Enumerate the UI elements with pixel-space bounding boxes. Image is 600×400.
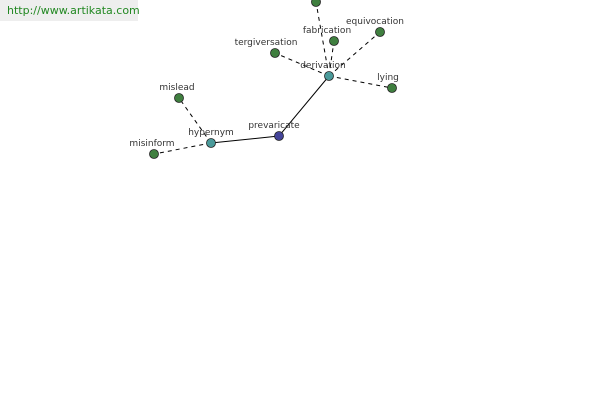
edge-prevaricate-derivation	[278, 75, 330, 137]
label-mislead: mislead	[159, 83, 194, 93]
label-fabrication: fabrication	[303, 26, 351, 36]
edge-derivation-lying	[328, 75, 393, 89]
label-prevaricate: prevaricate	[248, 121, 300, 131]
label-lying: lying	[377, 73, 399, 83]
label-equivocation: equivocation	[346, 17, 404, 27]
label-tergiversation: tergiversation	[235, 38, 298, 48]
edge-derivation-equivocation	[328, 31, 381, 77]
labels-layer: prevaricate hypernym derivation mislead misi…	[129, 17, 404, 149]
label-hypernym: hypernym	[188, 128, 234, 138]
node-hypernym[interactable]	[206, 138, 216, 148]
node-lying[interactable]	[387, 83, 397, 93]
edge-derivation-tergiversation	[274, 52, 330, 77]
edge-hypernym-mislead	[178, 97, 212, 144]
node-misinform[interactable]	[149, 149, 159, 159]
label-misinform: misinform	[129, 139, 174, 149]
node-fabrication[interactable]	[329, 36, 339, 46]
nodes-layer	[149, 0, 397, 159]
site-link[interactable]: http://www.artikata.com	[0, 0, 140, 21]
edges-layer	[153, 1, 393, 155]
edge-derivation-fabrication	[328, 40, 335, 77]
node-derivation[interactable]	[324, 71, 334, 81]
edge-hypernym-misinform	[153, 142, 212, 155]
node-prevaricate[interactable]	[274, 131, 284, 141]
node-top-node[interactable]	[311, 0, 321, 7]
node-tergiversation[interactable]	[270, 48, 280, 58]
edge-prevaricate-hypernym	[210, 135, 280, 144]
label-derivation: derivation	[300, 61, 346, 71]
node-equivocation[interactable]	[375, 27, 385, 37]
node-mislead[interactable]	[174, 93, 184, 103]
